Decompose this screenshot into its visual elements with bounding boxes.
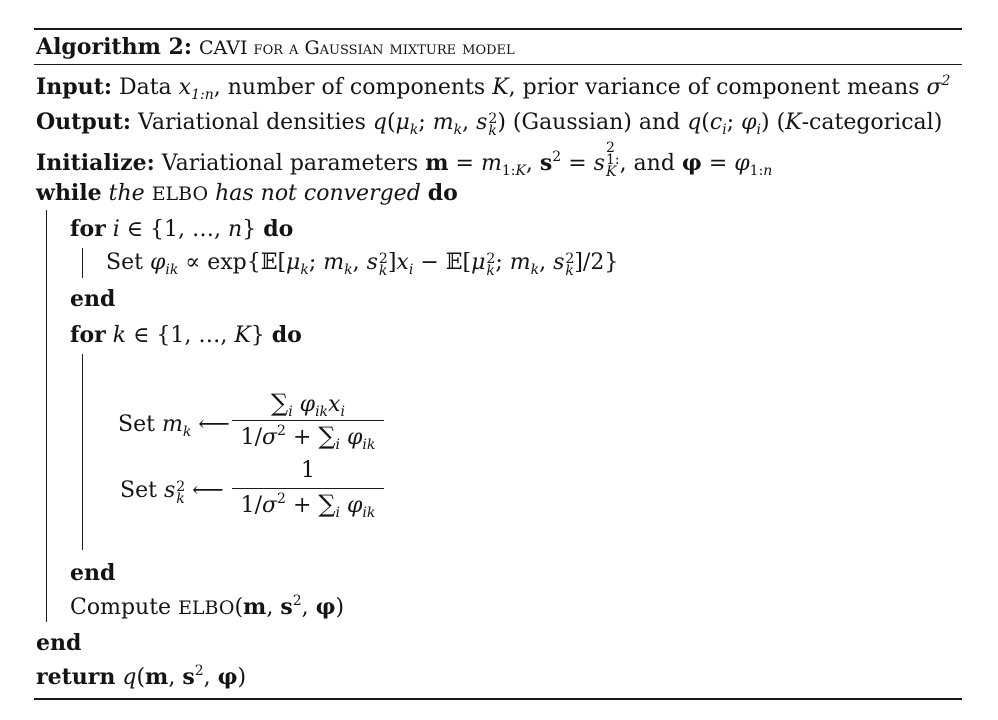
algorithm-title: Algorithm 2: CAVI for a Gaussian mixture… xyxy=(36,32,515,62)
set-mk-label: Set mk ⟵ xyxy=(118,412,230,440)
end-while: end xyxy=(36,630,82,656)
compute-line: Compute ELBO(m, s2, φ) xyxy=(70,593,345,620)
return-line: return q(m, s2, φ) xyxy=(36,663,247,690)
output-line: Output: Variational densities q(μk; mk, … xyxy=(36,109,943,139)
for-i-body-bar xyxy=(82,248,83,278)
for-k-body-bar xyxy=(82,354,83,550)
sk-fraction: 1 1/σ2 + ∑i φik xyxy=(232,456,384,521)
for-k-line: for k ∈ {1, …, K} do xyxy=(70,322,302,348)
input-line: Input: Data x1:n, number of components K… xyxy=(36,73,951,103)
initialize-line: Initialize: Variational parameters m = m… xyxy=(36,140,773,180)
algorithm-label: Algorithm 2: xyxy=(36,34,192,60)
bottom-rule xyxy=(34,698,962,700)
title-rule xyxy=(34,64,962,65)
end-for-i: end xyxy=(70,286,116,312)
mk-fraction: ∑i φikxi 1/σ2 + ∑i φik xyxy=(232,388,384,453)
while-line: while the ELBO has not converged do xyxy=(36,180,458,206)
end-for-k: end xyxy=(70,560,116,586)
algorithm-name: CAVI for a Gaussian mixture model xyxy=(198,37,515,59)
while-body-bar xyxy=(46,210,47,622)
for-i-line: for i ∈ {1, …, n} do xyxy=(70,216,294,242)
top-rule xyxy=(34,28,962,30)
